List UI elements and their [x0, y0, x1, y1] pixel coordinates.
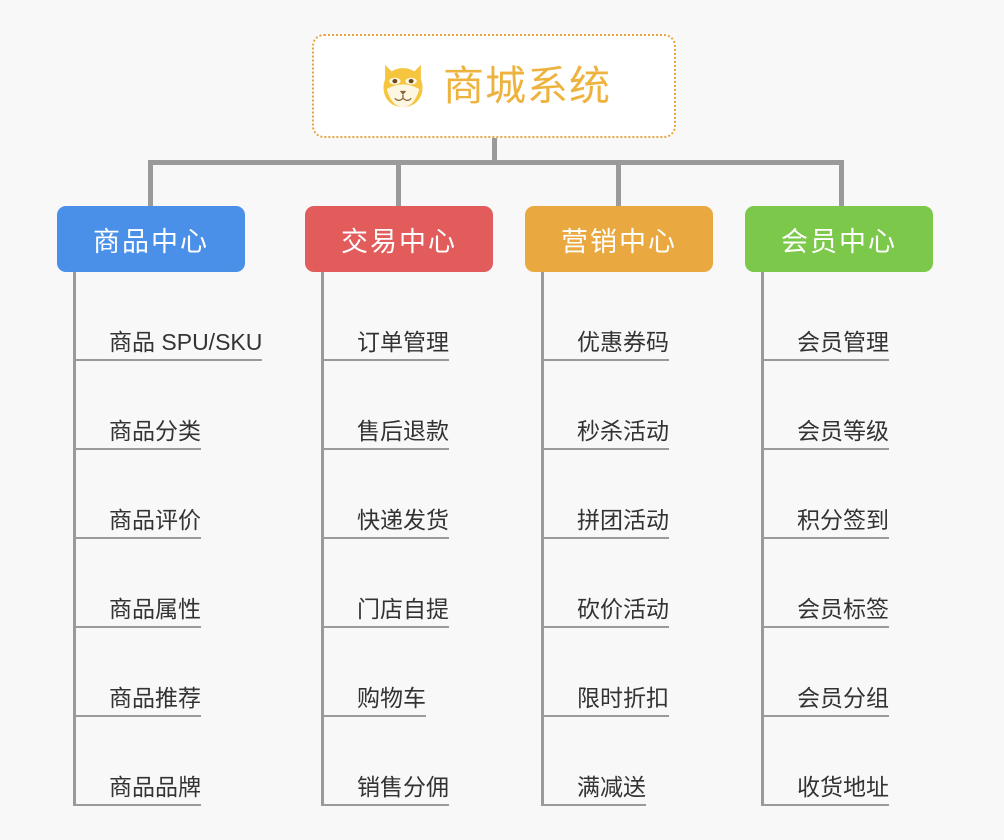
leaf-label: 优惠券码: [544, 329, 669, 361]
leaf-label: 会员等级: [764, 418, 889, 450]
leaf-item[interactable]: 秒杀活动: [544, 361, 713, 450]
leaf-label: 拼团活动: [544, 507, 669, 539]
branch-column: 营销中心 优惠券码 秒杀活动 拼团活动 砍价活动 限时折扣 满减送: [525, 206, 713, 806]
branch-column: 交易中心 订单管理 售后退款 快递发货 门店自提 购物车 销售分佣: [305, 206, 493, 806]
leaf-item[interactable]: 会员等级: [764, 361, 933, 450]
connector-drop-1: [148, 160, 153, 206]
leaf-item[interactable]: 优惠券码: [544, 272, 713, 361]
leaf-item[interactable]: 会员标签: [764, 539, 933, 628]
branch-leaf-list: 订单管理 售后退款 快递发货 门店自提 购物车 销售分佣: [321, 272, 493, 806]
leaf-label: 限时折扣: [544, 685, 669, 717]
leaf-item[interactable]: 商品品牌: [76, 717, 245, 806]
leaf-label: 商品属性: [76, 596, 201, 628]
branch-leaf-list: 优惠券码 秒杀活动 拼团活动 砍价活动 限时折扣 满减送: [541, 272, 713, 806]
leaf-item[interactable]: 购物车: [324, 628, 493, 717]
leaf-label: 会员管理: [764, 329, 889, 361]
connector-root-stem: [492, 138, 497, 164]
leaf-label: 订单管理: [324, 329, 449, 361]
leaf-item[interactable]: 拼团活动: [544, 450, 713, 539]
leaf-label: 销售分佣: [324, 774, 449, 806]
leaf-label: 商品 SPU/SKU: [76, 329, 263, 361]
leaf-item[interactable]: 会员管理: [764, 272, 933, 361]
branch-leaf-list: 会员管理 会员等级 积分签到 会员标签 会员分组 收货地址: [761, 272, 933, 806]
leaf-label: 商品品牌: [76, 774, 201, 806]
leaf-item[interactable]: 销售分佣: [324, 717, 493, 806]
leaf-label: 会员分组: [764, 685, 889, 717]
leaf-label: 购物车: [324, 685, 426, 717]
branch-header[interactable]: 商品中心: [57, 206, 245, 272]
leaf-label: 秒杀活动: [544, 418, 669, 450]
leaf-item[interactable]: 收货地址: [764, 717, 933, 806]
branch-column: 商品中心 商品 SPU/SKU 商品分类 商品评价 商品属性 商品推荐 商品品牌: [57, 206, 263, 806]
leaf-item[interactable]: 积分签到: [764, 450, 933, 539]
leaf-item[interactable]: 商品属性: [76, 539, 245, 628]
leaf-item[interactable]: 限时折扣: [544, 628, 713, 717]
branch-header[interactable]: 营销中心: [525, 206, 713, 272]
leaf-item[interactable]: 快递发货: [324, 450, 493, 539]
shiba-dog-face-icon: [383, 64, 423, 108]
leaf-label: 商品分类: [76, 418, 201, 450]
branch-column: 会员中心 会员管理 会员等级 积分签到 会员标签 会员分组 收货地址: [745, 206, 933, 806]
connector-drop-2: [396, 160, 401, 206]
branch-header[interactable]: 交易中心: [305, 206, 493, 272]
leaf-item[interactable]: 砍价活动: [544, 539, 713, 628]
leaf-label: 商品推荐: [76, 685, 201, 717]
connector-drop-3: [616, 160, 621, 206]
leaf-label: 门店自提: [324, 596, 449, 628]
leaf-label: 快递发货: [324, 507, 449, 539]
leaf-item[interactable]: 商品分类: [76, 361, 245, 450]
leaf-label: 满减送: [544, 774, 646, 806]
root-title: 商城系统: [443, 62, 611, 109]
branch-leaf-list: 商品 SPU/SKU 商品分类 商品评价 商品属性 商品推荐 商品品牌: [73, 272, 263, 806]
leaf-item[interactable]: 订单管理: [324, 272, 493, 361]
leaf-item[interactable]: 商品评价: [76, 450, 245, 539]
leaf-item[interactable]: 售后退款: [324, 361, 493, 450]
leaf-label: 商品评价: [76, 507, 201, 539]
leaf-item[interactable]: 商品 SPU/SKU: [76, 272, 263, 361]
leaf-item[interactable]: 门店自提: [324, 539, 493, 628]
leaf-label: 收货地址: [764, 774, 889, 806]
branch-header[interactable]: 会员中心: [745, 206, 933, 272]
connector-horizontal-bus: [148, 160, 844, 165]
leaf-label: 砍价活动: [544, 596, 669, 628]
leaf-label: 会员标签: [764, 596, 889, 628]
connector-drop-4: [839, 160, 844, 206]
leaf-label: 积分签到: [764, 507, 889, 539]
leaf-label: 售后退款: [324, 418, 449, 450]
leaf-item[interactable]: 商品推荐: [76, 628, 245, 717]
leaf-item[interactable]: 满减送: [544, 717, 713, 806]
leaf-item[interactable]: 会员分组: [764, 628, 933, 717]
root-node[interactable]: 商城系统: [312, 34, 676, 138]
